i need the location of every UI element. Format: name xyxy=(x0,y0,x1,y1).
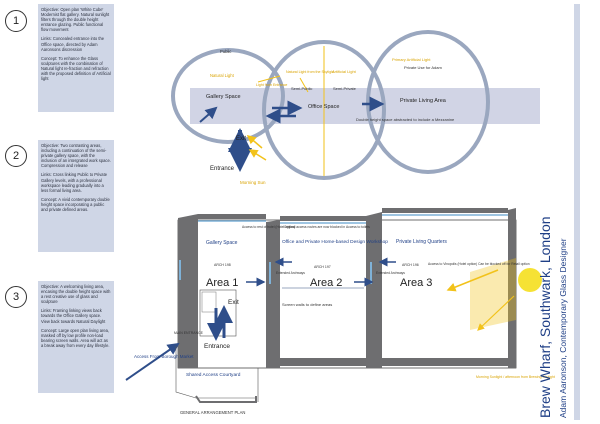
masonry-wall xyxy=(280,216,366,221)
concept-panel-2: Objective: Two contrasting areas, includ… xyxy=(38,140,114,252)
plan-label-ga: GENERAL ARRANGEMENT PLAN xyxy=(180,410,245,415)
bubble-label-primary-artificial: Primary Artificial Light xyxy=(392,57,431,62)
courtyard-edge xyxy=(195,395,257,403)
light-ray xyxy=(246,135,263,149)
floor-plan: Gallery Space Access to rest of hotel (H… xyxy=(125,208,555,415)
plan-label-arch-198: ARCH 198 xyxy=(214,263,231,267)
flow-arrow xyxy=(199,106,218,123)
access-arrow xyxy=(125,342,180,381)
panel-text: Objective: Open plan 'White Cube' Modern… xyxy=(41,7,110,33)
bubble-label-office: Office Space xyxy=(308,104,339,110)
mezzanine-band xyxy=(190,88,540,124)
courtyard-edge xyxy=(175,346,256,399)
living-bubble xyxy=(366,30,490,174)
masonry-wall xyxy=(382,208,508,213)
bubble-label-public: Public xyxy=(220,49,231,54)
title-strip xyxy=(574,4,580,420)
panel-text: Concept: Large open plan living area, ma… xyxy=(41,327,110,348)
plan-label-courtyard: Shared Access Courtyard xyxy=(186,372,241,378)
masonry-wall xyxy=(266,358,510,366)
plan-label-vinopolis: Access to Vinopolis (Hotel option) Can b… xyxy=(428,262,530,266)
panel-text: Links: Cross linking Public to Private G… xyxy=(41,172,107,193)
plan-label-area-2: Area 2 xyxy=(310,277,342,289)
panel-text: Concept: A vivid contemporary double hei… xyxy=(41,196,110,213)
bubble-label-gallery: Gallery Space xyxy=(206,94,241,100)
light-ray xyxy=(477,295,515,331)
bubble-label-semi-public: Semi-Public xyxy=(291,86,312,91)
light-ray xyxy=(299,77,309,93)
plan-label-main-entrance: MAIN ENTRANCE xyxy=(174,331,204,335)
plan-label-entrance: Entrance xyxy=(204,343,230,350)
bubble-label-light-entrance: Light from Entrance xyxy=(256,83,287,87)
plan-label-access-toilets: Access to toilets xyxy=(346,225,370,229)
concept-panel-3: Objective: A welcoming living area, enca… xyxy=(38,281,114,393)
light-ray xyxy=(446,269,499,292)
panel-text: Concept: To enhance the Glass sculptures… xyxy=(41,55,111,82)
panel-text: Objective: Two contrasting areas, includ… xyxy=(41,143,111,169)
plan-label-sunlight: Morning Sunlight / afternoon from Brewin… xyxy=(476,375,555,379)
sunlight-wedge xyxy=(470,258,516,330)
plan-label-original-access: Original access routes are now blocked i… xyxy=(284,225,345,229)
sun-icon xyxy=(518,268,542,292)
step-number-2: 2 xyxy=(5,145,27,167)
plan-label-access-hotel: Access to rest of hotel (Hotel option) xyxy=(242,225,295,229)
bubble-label-morning-sun: Morning Sun xyxy=(240,180,266,185)
entrance-lobby xyxy=(199,289,237,337)
plan-label-area-3: Area 3 xyxy=(400,277,432,289)
panel-text: Links: Framing linking views back toward… xyxy=(41,308,106,324)
masonry-wall xyxy=(508,208,516,368)
bubble-label-skylight: Natural Light from the Skylight xyxy=(286,70,334,74)
bubble-label-semi-private: Semi-Private xyxy=(333,86,357,91)
project-title: Brew Wharf, Southwark, London xyxy=(537,216,553,418)
bubble-label-exit: Exit xyxy=(236,136,246,142)
bubble-diagram: Gallery Space Office Space Private Livin… xyxy=(171,30,540,185)
plan-label-gallery: Gallery Space xyxy=(206,240,238,246)
step-number-1: 1 xyxy=(5,10,27,32)
plan-label-borough: Access From Borough Market xyxy=(134,354,194,359)
bubble-label-mezzanine: Double height space abstracted to includ… xyxy=(356,117,455,122)
project-subtitle: Adam Aaronson, Contemporary Glass Design… xyxy=(558,238,568,418)
plan-label-extended-archways: Extended Archways xyxy=(276,271,305,275)
plan-label-extended-archways: Extended Archways xyxy=(376,271,405,275)
bubble-label-entrance: Entrance xyxy=(210,166,235,172)
panel-text: Links: Concealed entrance into the Offic… xyxy=(41,36,105,52)
light-ray xyxy=(248,149,267,161)
masonry-wall xyxy=(198,214,266,219)
bubble-label-living: Private Living Area xyxy=(400,98,447,104)
masonry-wall xyxy=(366,212,382,368)
plan-label-arch-197: ARCH 197 xyxy=(314,265,331,269)
panel-text: Objective: A welcoming living area, enca… xyxy=(41,284,111,305)
plan-label-office: Office and Private Home-based Design Wor… xyxy=(282,239,388,245)
stairs xyxy=(201,291,217,313)
plan-label-arch-196: ARCH 196 xyxy=(402,263,419,267)
bubble-label-artificial: Artificial Light xyxy=(332,69,357,74)
bubble-label-private-use: Private Use for Adam xyxy=(404,65,442,70)
concept-panel-1: Objective: Open plan 'White Cube' Modern… xyxy=(38,4,114,112)
plan-label-exit: Exit xyxy=(228,299,239,306)
step-number-3: 3 xyxy=(5,286,27,308)
light-ray xyxy=(257,75,281,83)
bubble-label-natural-light: Natural Light xyxy=(210,73,235,78)
masonry-wall xyxy=(266,220,280,368)
plan-label-area-1: Area 1 xyxy=(206,277,238,289)
plan-label-screen-walls: Screen walls to define areas xyxy=(282,302,332,307)
masonry-wall xyxy=(178,214,198,368)
plan-label-living: Private Living Quarters xyxy=(396,239,447,245)
